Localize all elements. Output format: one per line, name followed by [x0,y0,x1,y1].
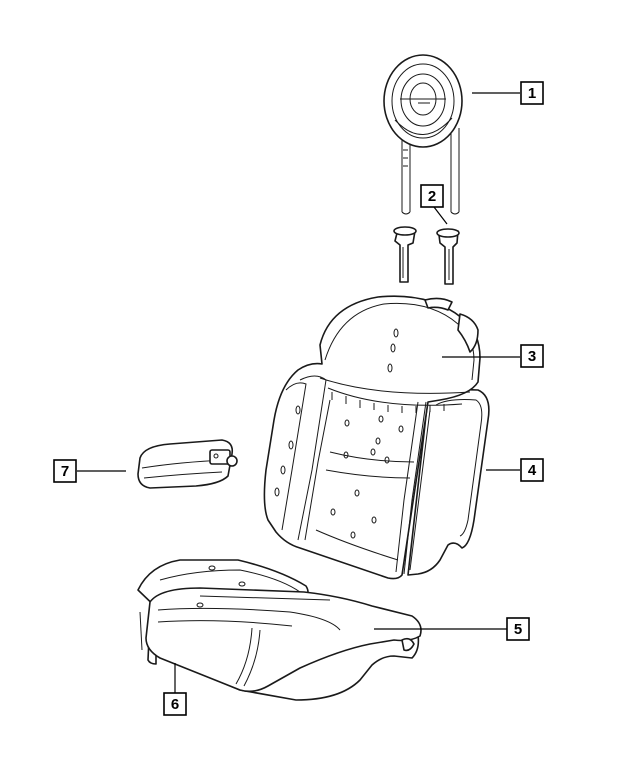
callout-4-label: 4 [528,462,537,479]
leader-lines [77,92,520,693]
headrest-guides [393,226,460,285]
seat-back [263,295,490,580]
armrest [137,439,238,489]
callout-7: 7 [53,459,77,483]
callout-6-label: 6 [171,696,179,713]
callout-1-label: 1 [528,85,536,102]
seat-cushion [137,559,422,701]
headrest [383,54,463,215]
callout-2: 2 [420,184,444,208]
callout-2-label: 2 [428,188,436,205]
callout-1: 1 [520,81,544,105]
callout-7-label: 7 [61,463,69,480]
callout-4: 4 [520,458,544,482]
callout-3: 3 [520,344,544,368]
callout-5-label: 5 [514,621,522,638]
callout-3-label: 3 [528,348,536,365]
callout-5: 5 [506,617,530,641]
callout-6: 6 [163,692,187,716]
